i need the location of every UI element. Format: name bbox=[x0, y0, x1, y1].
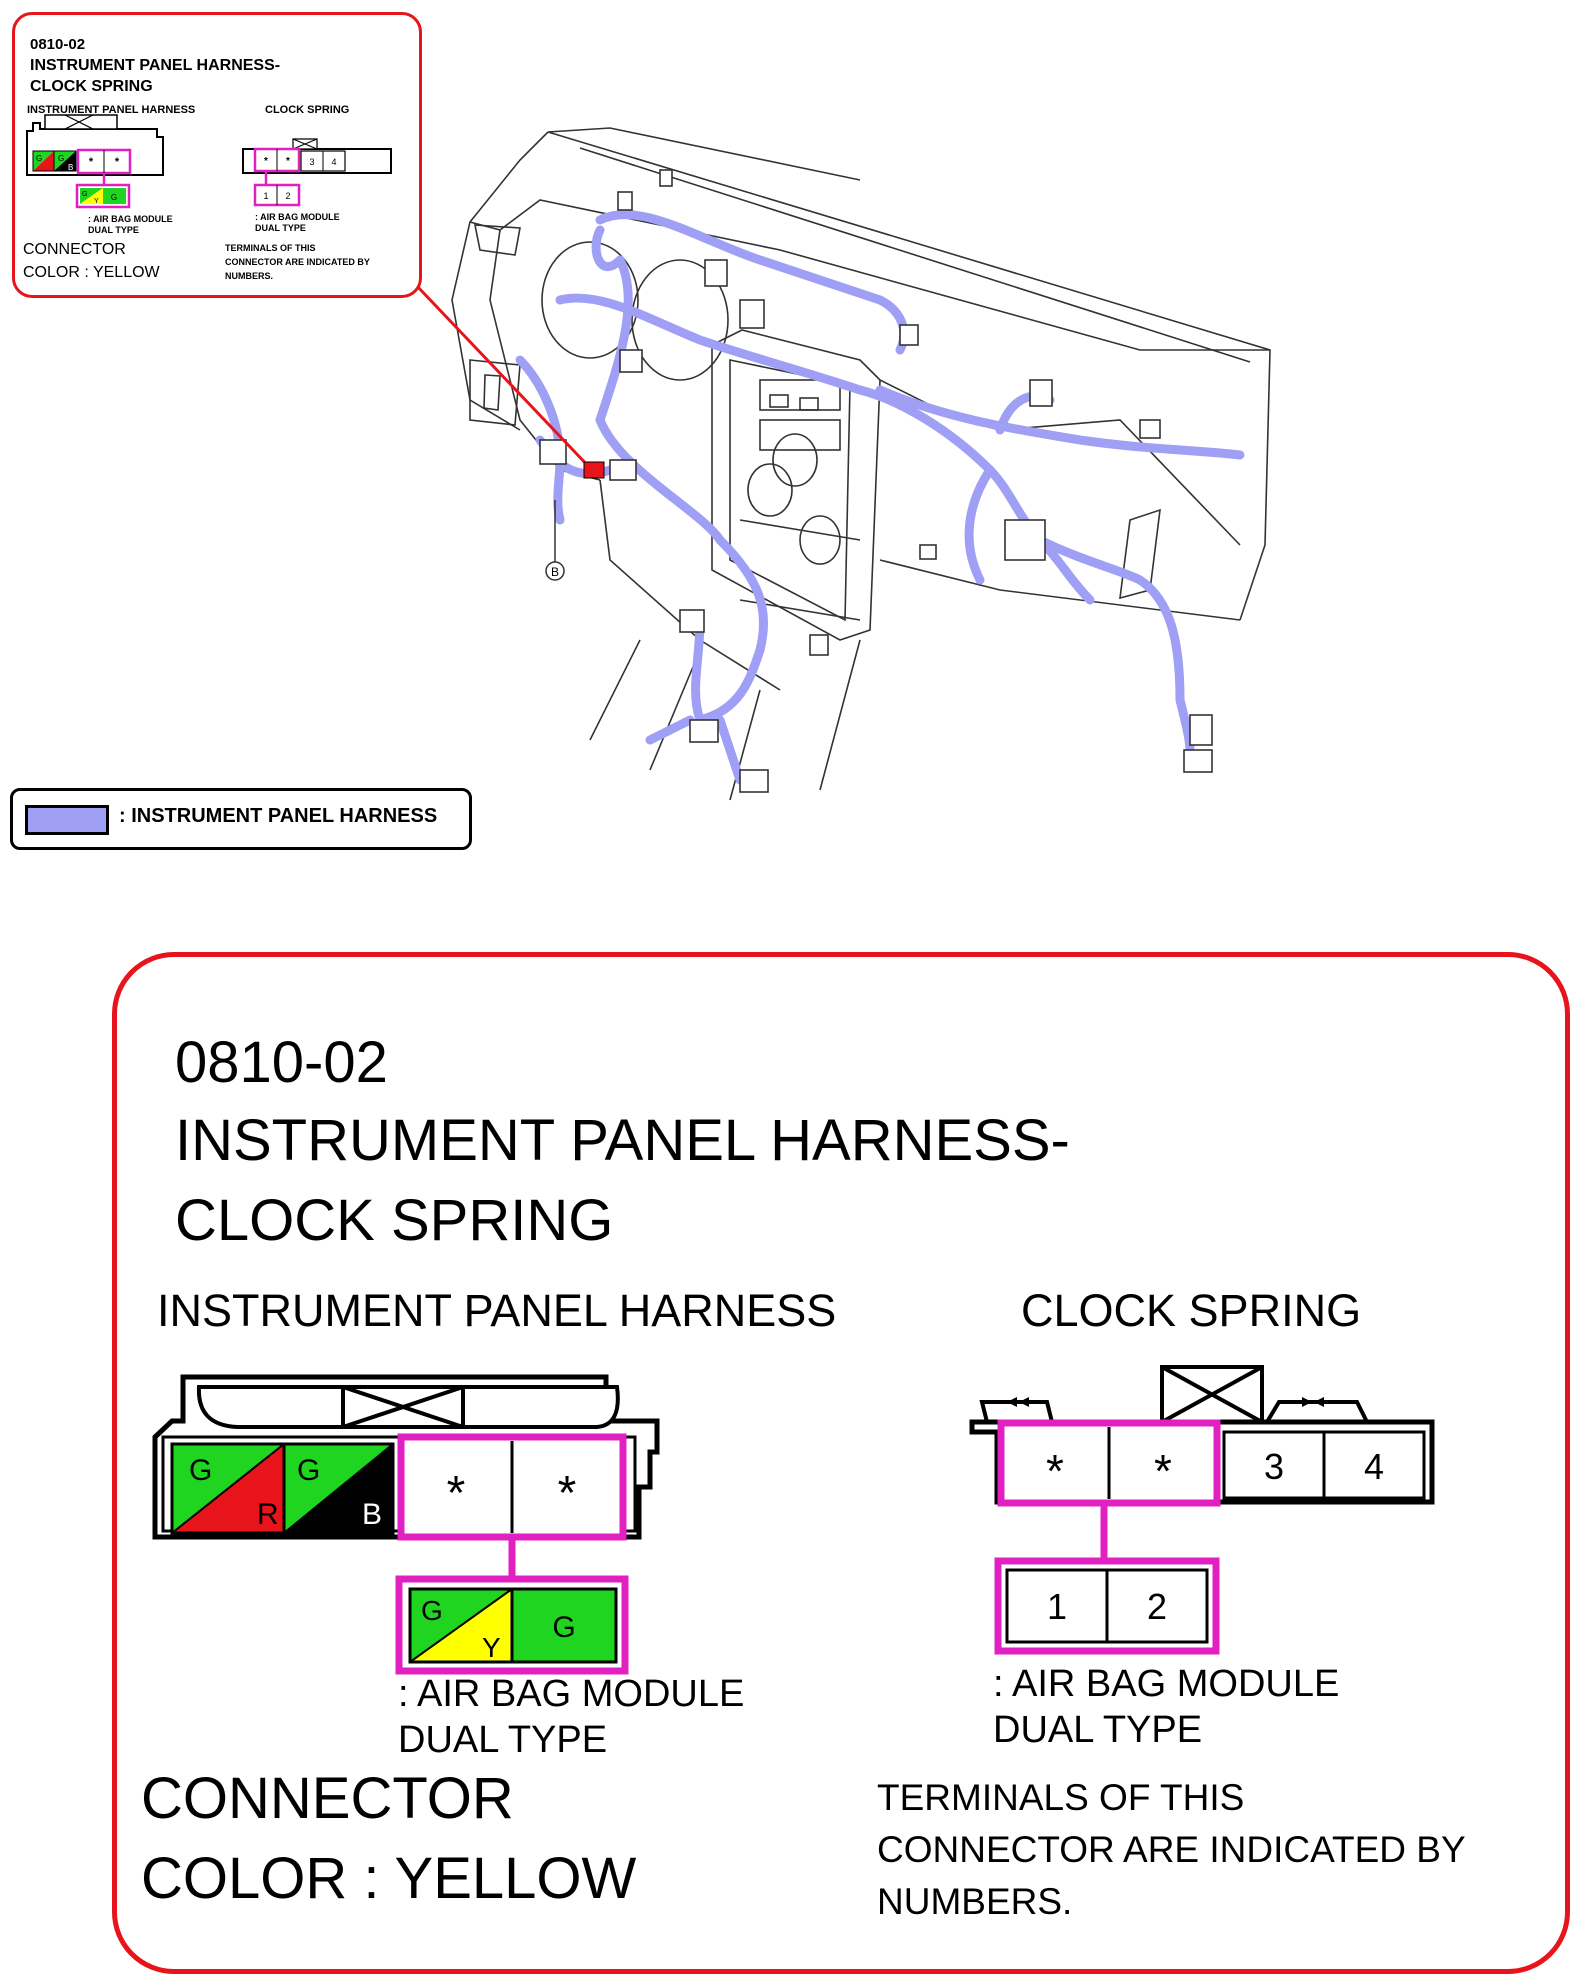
clock-pin3: 3 bbox=[1264, 1446, 1284, 1487]
detail-connector-graphics: G R G B * * G Y G bbox=[152, 1365, 1435, 1675]
inset-terminals-line1: TERMINALS OF THIS bbox=[225, 243, 316, 253]
detail-code: 0810-02 bbox=[175, 1030, 388, 1095]
svg-text:3: 3 bbox=[309, 157, 314, 167]
harness-airbag-pins: * * bbox=[397, 1433, 627, 1541]
legend: : INSTRUMENT PANEL HARNESS bbox=[10, 788, 472, 850]
detail-terminals-line1: TERMINALS OF THIS bbox=[877, 1777, 1245, 1818]
detail-left-label: INSTRUMENT PANEL HARNESS bbox=[157, 1285, 837, 1336]
svg-text:2: 2 bbox=[285, 191, 290, 201]
harness-sub-pin2: G bbox=[552, 1611, 575, 1644]
svg-text:*: * bbox=[89, 156, 94, 168]
clock-pin2: * bbox=[1154, 1445, 1172, 1497]
harness-subconnector: G Y G bbox=[395, 1575, 629, 1675]
detail-right-note-line2: DUAL TYPE bbox=[993, 1709, 1203, 1751]
detail-title-line1: INSTRUMENT PANEL HARNESS- bbox=[175, 1108, 1070, 1173]
svg-text:G: G bbox=[111, 193, 117, 202]
detail-title-line2: CLOCK SPRING bbox=[175, 1188, 614, 1253]
inset-connector-line1: CONNECTOR bbox=[23, 241, 126, 258]
harness-pin2-bottom: B bbox=[362, 1498, 382, 1531]
instrument-panel-harness-wiring bbox=[515, 210, 1245, 785]
harness-pin4: * bbox=[558, 1467, 577, 1520]
clock-airbag-pins: * * bbox=[997, 1419, 1221, 1507]
inset-connector-graphics: G G B * * G Y G * * 3 4 1 2 bbox=[26, 114, 392, 209]
inset-right-note-line1: : AIR BAG MODULE bbox=[255, 212, 340, 222]
svg-text:G: G bbox=[82, 191, 87, 198]
inset-right-label: CLOCK SPRING bbox=[265, 104, 350, 116]
inset-title-line1: INSTRUMENT PANEL HARNESS- bbox=[30, 57, 281, 74]
svg-text:*: * bbox=[264, 156, 268, 167]
harness-pin-green-red: G R bbox=[170, 1442, 286, 1535]
harness-sub-pin1-top: G bbox=[421, 1595, 443, 1626]
inset-callout: 0810-02 INSTRUMENT PANEL HARNESS- CLOCK … bbox=[12, 12, 422, 298]
inset-connector-line2: COLOR : YELLOW bbox=[23, 264, 160, 281]
inset-left-label: INSTRUMENT PANEL HARNESS bbox=[27, 104, 196, 116]
detail-connector-line1: CONNECTOR bbox=[141, 1766, 514, 1831]
detail-connector-line2: COLOR : YELLOW bbox=[141, 1846, 637, 1911]
harness-connectors bbox=[539, 169, 1213, 793]
clock-pin1: * bbox=[1046, 1445, 1064, 1497]
legend-label: : INSTRUMENT PANEL HARNESS bbox=[119, 805, 438, 827]
harness-pin-green-black: G B bbox=[282, 1442, 395, 1535]
clock-sub-pin2: 2 bbox=[1147, 1586, 1167, 1627]
detail-left-note-line2: DUAL TYPE bbox=[398, 1719, 608, 1761]
svg-text:*: * bbox=[115, 156, 120, 168]
inset-code: 0810-02 bbox=[30, 36, 86, 53]
harness-pin1-bottom: R bbox=[257, 1498, 279, 1531]
detail-left-note-line1: : AIR BAG MODULE bbox=[398, 1673, 745, 1715]
legend-swatch bbox=[25, 805, 109, 835]
clock-pin4: 4 bbox=[1364, 1446, 1384, 1487]
clock-sub-pin1: 1 bbox=[1047, 1586, 1067, 1627]
dashboard-harness-illustration: B bbox=[414, 127, 1271, 801]
inset-right-note-line2: DUAL TYPE bbox=[255, 223, 306, 233]
harness-pin1-top: G bbox=[189, 1454, 212, 1487]
harness-sub-pin1-bottom: Y bbox=[482, 1632, 501, 1663]
svg-text:4: 4 bbox=[331, 157, 336, 167]
inset-title-line2: CLOCK SPRING bbox=[30, 78, 153, 95]
inset-left-note-line2: DUAL TYPE bbox=[88, 225, 139, 235]
svg-text:B: B bbox=[68, 163, 73, 172]
ground-marker-label: B bbox=[551, 565, 559, 579]
svg-text:G: G bbox=[58, 154, 64, 163]
detail-terminals-line3: NUMBERS. bbox=[877, 1881, 1073, 1922]
svg-text:G: G bbox=[36, 154, 42, 163]
detail-callout: 0810-02 INSTRUMENT PANEL HARNESS- CLOCK … bbox=[112, 952, 1570, 1974]
inset-terminals-line2: CONNECTOR ARE INDICATED BY bbox=[225, 257, 370, 267]
svg-text:1: 1 bbox=[263, 191, 268, 201]
highlighted-connector bbox=[583, 461, 605, 479]
ground-marker bbox=[545, 561, 565, 581]
dashboard-outline bbox=[451, 127, 1271, 801]
detail-right-note-line1: : AIR BAG MODULE bbox=[993, 1663, 1340, 1705]
detail-terminals-line2: CONNECTOR ARE INDICATED BY bbox=[877, 1829, 1466, 1870]
inset-left-note-line1: : AIR BAG MODULE bbox=[88, 214, 173, 224]
svg-text:*: * bbox=[286, 156, 290, 167]
clock-subconnector: 1 2 bbox=[994, 1557, 1220, 1655]
leader-line bbox=[414, 283, 594, 472]
harness-pin3: * bbox=[447, 1467, 466, 1520]
harness-pin2-top: G bbox=[297, 1454, 320, 1487]
inset-terminals-line3: NUMBERS. bbox=[225, 271, 274, 281]
svg-text:Y: Y bbox=[94, 198, 99, 205]
detail-right-label: CLOCK SPRING bbox=[1021, 1285, 1362, 1336]
